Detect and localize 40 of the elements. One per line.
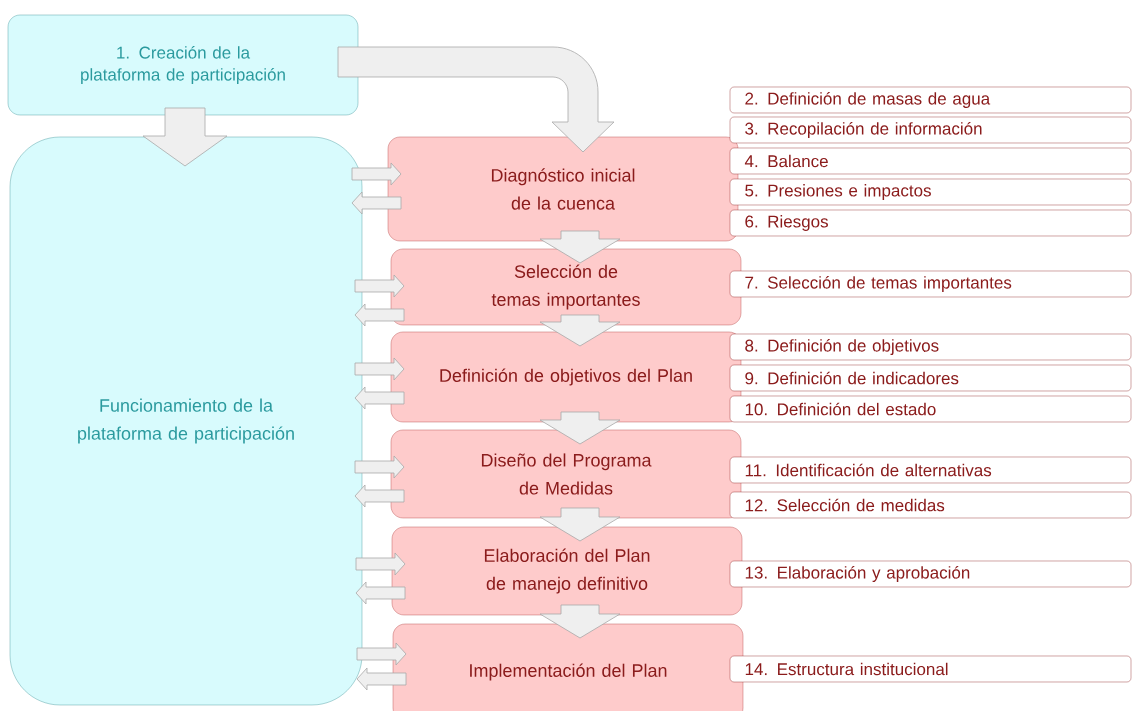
task-box: 3. Recopilación de información xyxy=(729,116,1132,144)
block-arrow xyxy=(539,507,621,542)
block-arrow xyxy=(539,604,621,639)
task-box: 11. Identificación de alternativas xyxy=(729,456,1132,484)
stage-box: Implementación del Plan xyxy=(392,623,744,711)
stage-box: Selección de temas importantes xyxy=(390,248,742,326)
block-arrow xyxy=(539,230,621,264)
task-box: 2. Definición de masas de agua xyxy=(729,86,1132,114)
task-box: 13. Elaboración y aprobación xyxy=(729,560,1132,588)
block-arrow xyxy=(355,581,406,605)
task-box: 12. Selección de medidas xyxy=(729,491,1132,519)
block-arrow xyxy=(354,274,405,298)
block-arrow xyxy=(351,162,402,186)
block-arrow xyxy=(337,46,615,153)
stage-box: Diseño del Programa de Medidas xyxy=(390,429,742,519)
block-arrow xyxy=(355,552,406,576)
stage-box: Definición de objetivos del Plan xyxy=(390,331,742,423)
block-arrow xyxy=(356,642,407,666)
block-arrow xyxy=(354,357,405,381)
stage-box: Diagnóstico inicial de la cuenca xyxy=(387,136,739,242)
task-box: 9. Definición de indicadores xyxy=(729,364,1132,392)
block-arrow xyxy=(539,411,621,445)
block-arrow xyxy=(354,455,405,479)
task-box: 5. Presiones e impactos xyxy=(729,178,1132,206)
block-arrow xyxy=(354,303,405,327)
block-arrow xyxy=(539,314,621,347)
block-arrow xyxy=(356,667,407,691)
process-box: 1. Creación de la plataforma de participación xyxy=(7,14,359,116)
task-box: 8. Definición de objetivos xyxy=(729,333,1132,361)
task-box: 14. Estructura institucional xyxy=(729,655,1132,683)
group-panel: Funcionamiento de la plataforma de participación xyxy=(9,136,363,706)
task-box: 4. Balance xyxy=(729,147,1132,175)
block-arrow xyxy=(142,107,228,167)
block-arrow xyxy=(351,191,402,215)
stage-box: Elaboración del Plan de manejo definitivo xyxy=(391,526,743,616)
block-arrow xyxy=(354,484,405,508)
task-box: 10. Definición del estado xyxy=(729,395,1132,423)
block-arrow xyxy=(354,386,405,410)
task-box: 6. Riesgos xyxy=(729,209,1132,237)
task-box: 7. Selección de temas importantes xyxy=(729,270,1132,298)
